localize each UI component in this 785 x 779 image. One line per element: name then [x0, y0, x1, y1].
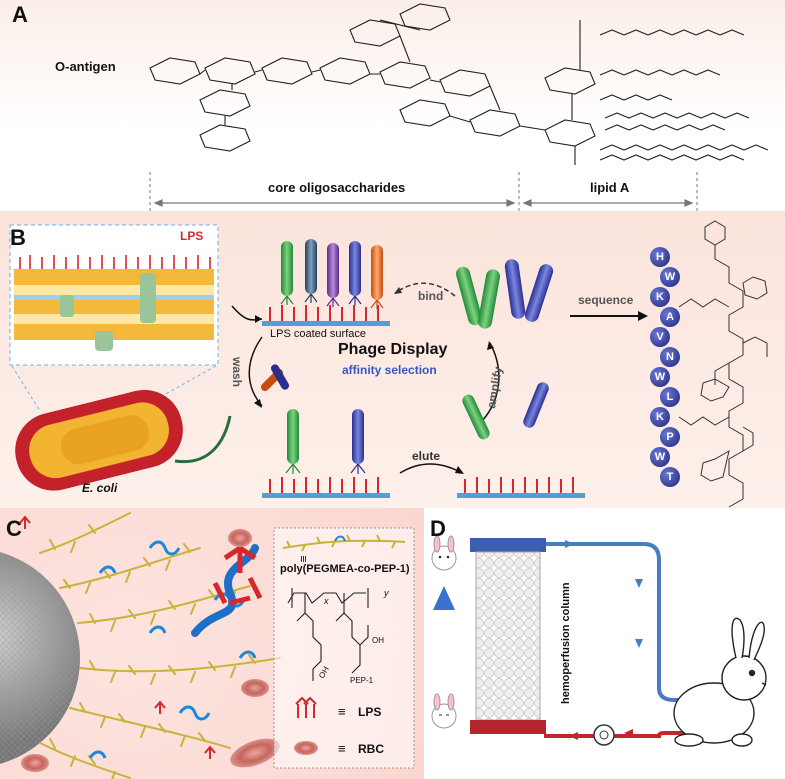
polymer-name-label: poly(PEGMEA-co-PEP-1): [280, 563, 410, 575]
sequence-label: sequence: [578, 293, 634, 307]
subscript-x: x: [324, 596, 329, 606]
sequence-bead: N: [660, 347, 680, 367]
phage-display-title: Phage Display: [338, 341, 448, 358]
rabbit-head-bottom: [431, 693, 457, 729]
surface-label: LPS coated surface: [270, 328, 367, 340]
elute-label: elute: [412, 449, 441, 463]
lps-layer: [19, 255, 211, 269]
sequence-bead: K: [650, 407, 670, 427]
panel-d: D hemoperfusion column: [424, 508, 785, 779]
rabbit-head-top: [431, 535, 457, 571]
sequence-bead: H: [650, 247, 670, 267]
rbc-equiv-symbol: ≡: [338, 741, 346, 756]
phage-display-drawing: [9, 220, 768, 508]
lps-structure-drawing: [149, 3, 769, 211]
sequence-bead: T: [660, 467, 680, 487]
subscript-y: y: [384, 588, 389, 598]
e-coli-label: E. coli: [82, 481, 118, 495]
rabbit: [673, 617, 767, 747]
sequence-bead: W: [650, 367, 670, 387]
polymer-scene-drawing: [0, 512, 415, 779]
pep1-label: PEP-1: [350, 676, 374, 685]
panel-c-label: C: [6, 516, 22, 541]
lipid-a-label: lipid A: [590, 180, 630, 195]
polymer-equiv-symbol: ≡: [296, 555, 311, 563]
wash-label: wash: [230, 357, 244, 388]
rbc-legend-label: RBC: [358, 742, 384, 756]
bind-label: bind: [418, 289, 444, 303]
oh-right-label: OH: [372, 636, 384, 645]
sequence-bead: K: [650, 287, 670, 307]
panel-a-label: A: [12, 2, 28, 27]
e-coli-cell: [15, 389, 232, 491]
lps-label-b: LPS: [180, 229, 204, 243]
sequence-bead: W: [650, 447, 670, 467]
panel-c: C ≡ poly(PEGMEA-co-PEP-1) x y OH OH PEP-…: [0, 508, 424, 779]
core-oligosaccharides-label: core oligosaccharides: [268, 180, 406, 195]
panel-a: A O-antigen core oligosaccharides lipid …: [0, 0, 785, 211]
panel-b-label: B: [10, 225, 26, 250]
panel-d-label: D: [430, 516, 446, 541]
affinity-selection-label: affinity selection: [342, 363, 437, 377]
o-antigen-label: O-antigen: [55, 59, 116, 74]
hemoperfusion-column-label: hemoperfusion column: [560, 582, 572, 704]
hemoperfusion-drawing: [431, 535, 767, 747]
sequence-bead: L: [660, 387, 680, 407]
lps-equiv-symbol: ≡: [338, 704, 346, 719]
sequence-bead: V: [650, 327, 670, 347]
panel-b: B LPS E. coli LPS coated surface bind Ph…: [0, 211, 785, 508]
lps-legend-label: LPS: [358, 705, 382, 719]
sequence-bead: W: [660, 267, 680, 287]
sequence-bead: P: [660, 427, 680, 447]
sequence-bead: A: [660, 307, 680, 327]
